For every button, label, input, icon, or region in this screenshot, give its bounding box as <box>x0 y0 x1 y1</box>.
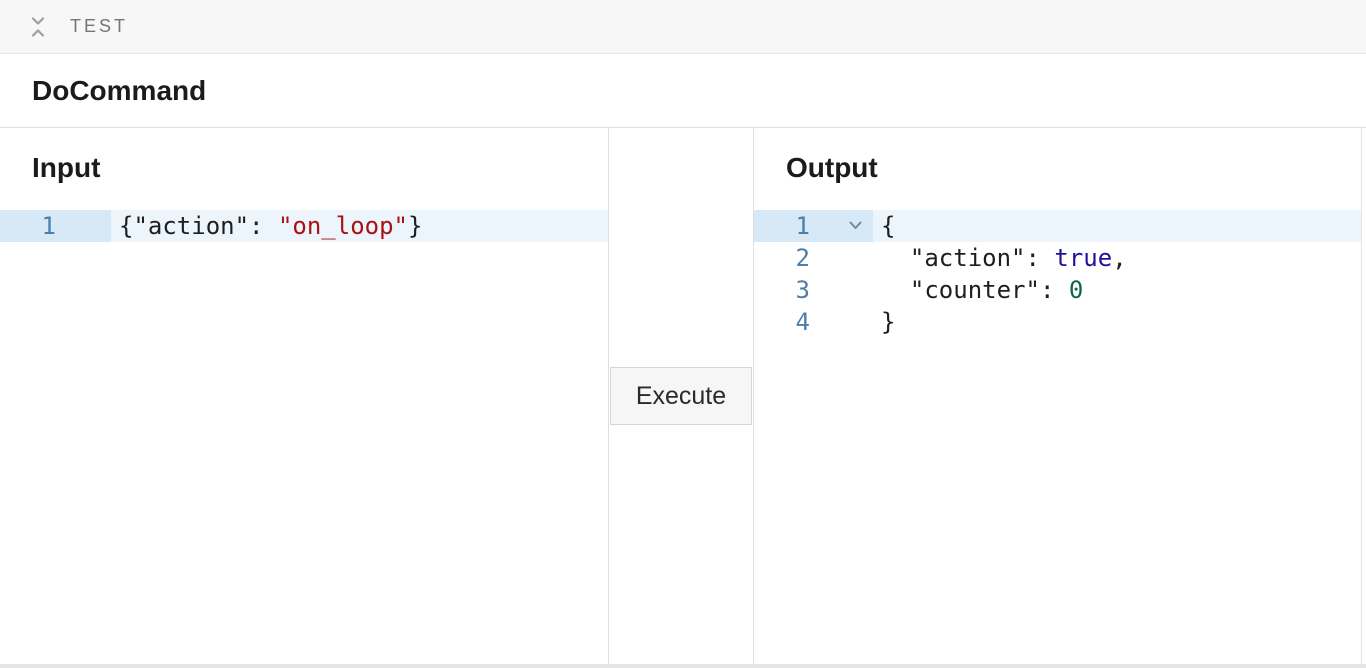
execute-column: Execute <box>609 128 754 664</box>
editor-line[interactable]: 3 "counter": 0 <box>754 274 1361 306</box>
line-number: 3 <box>795 276 810 304</box>
collapse-vertical-icon <box>30 14 46 40</box>
collapse-panel-button[interactable] <box>28 13 48 41</box>
output-panel-title: Output <box>786 152 878 183</box>
fold-gutter <box>818 274 873 306</box>
page-title: DoCommand <box>32 74 207 106</box>
code-line-content[interactable]: "action": true, <box>881 244 1127 272</box>
panel-right-edge <box>1361 128 1366 664</box>
fold-toggle-button[interactable] <box>848 219 863 234</box>
line-number: 2 <box>795 244 810 272</box>
command-header: DoCommand <box>0 54 1366 128</box>
test-panel-bar: TEST <box>0 0 1366 54</box>
input-editor[interactable]: 1 {"action": "on_loop"} <box>0 210 608 242</box>
output-panel: Output 1{2 "action": true,3 "counter": 0… <box>754 128 1361 664</box>
line-number: 1 <box>0 210 64 242</box>
fold-gutter <box>64 210 111 242</box>
code-line-content[interactable]: {"action": "on_loop"} <box>111 210 608 242</box>
do-command-body: Input 1 {"action": "on_loop"} Execute Out… <box>0 128 1366 664</box>
editor-line[interactable]: 1 {"action": "on_loop"} <box>0 210 608 242</box>
editor-line[interactable]: 4} <box>754 306 1361 338</box>
code-line-content[interactable]: } <box>881 308 896 336</box>
chevron-down-icon <box>848 219 863 234</box>
code-line-content[interactable]: "counter": 0 <box>881 276 1084 304</box>
editor-line[interactable]: 1{ <box>754 210 1361 242</box>
input-panel-title: Input <box>32 152 101 183</box>
code-line-content[interactable]: { <box>873 210 1361 242</box>
line-number: 4 <box>795 308 810 336</box>
fold-gutter <box>818 306 873 338</box>
fold-gutter <box>818 210 873 242</box>
editor-line[interactable]: 2 "action": true, <box>754 242 1361 274</box>
test-panel-label: TEST <box>70 16 129 36</box>
card-bottom-border <box>0 664 1366 668</box>
line-number: 1 <box>754 210 818 242</box>
input-panel: Input 1 {"action": "on_loop"} <box>0 128 609 664</box>
execute-button[interactable]: Execute <box>610 367 752 425</box>
fold-gutter <box>818 242 873 274</box>
